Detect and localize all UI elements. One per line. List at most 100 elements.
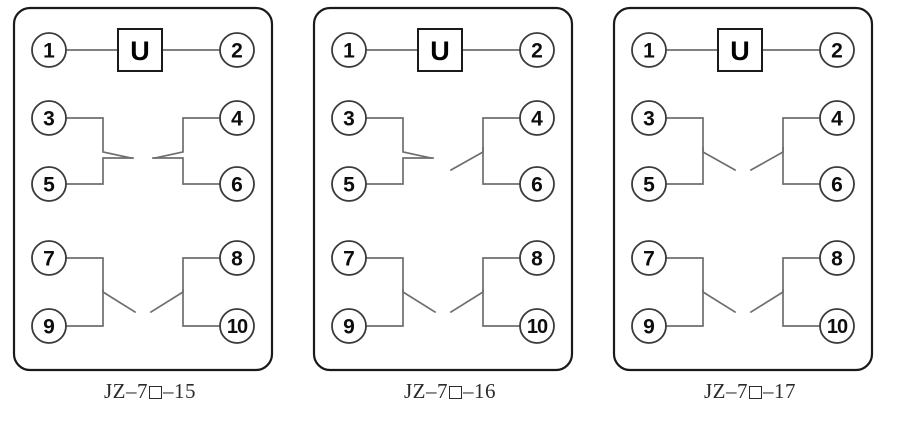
- contact-4-6-upper-wire: [449, 117, 521, 172]
- panel-caption-jz-7-15: JZ–7 –15: [0, 379, 300, 404]
- terminal-9-circle: [631, 308, 667, 344]
- terminal-8-label: 8: [531, 248, 543, 271]
- caption-prefix: JZ–7: [104, 379, 148, 403]
- terminal-3-circle: [31, 100, 67, 136]
- relay-enclosure-outline: [312, 6, 574, 372]
- terminal-8[interactable]: 8: [219, 240, 255, 276]
- contact-8-10-group: [149, 257, 221, 327]
- terminal-1-circle: [331, 32, 367, 68]
- contact-8-10-upper-wire: [449, 257, 521, 314]
- contact-7-9-upper-wire: [665, 257, 737, 314]
- terminal-7[interactable]: 7: [331, 240, 367, 276]
- contact-8-10-upper-wire: [149, 257, 221, 314]
- terminal-10-circle: [819, 308, 855, 344]
- caption-prefix: JZ–7: [404, 379, 448, 403]
- caption-suffix: –16: [463, 379, 496, 403]
- terminal-4-circle: [819, 100, 855, 136]
- terminal-7-label: 7: [43, 248, 55, 271]
- terminal-3-circle: [331, 100, 367, 136]
- terminal-1-circle: [31, 32, 67, 68]
- terminal-3[interactable]: 3: [31, 100, 67, 136]
- terminal-5-circle: [31, 166, 67, 202]
- coil-box: [717, 28, 763, 72]
- terminal-8[interactable]: 8: [519, 240, 555, 276]
- contact-7-9-lower-wire: [665, 289, 704, 327]
- terminal-5[interactable]: 5: [31, 166, 67, 202]
- coil-group: U: [65, 28, 221, 72]
- contact-8-10-lower-wire: [482, 289, 521, 327]
- contact-3-5-lower-wire: [365, 157, 434, 185]
- terminal-9[interactable]: 9: [331, 308, 367, 344]
- contact-4-6-upper-wire: [749, 117, 821, 172]
- terminal-6[interactable]: 6: [219, 166, 255, 202]
- terminal-2[interactable]: 2: [819, 32, 855, 68]
- terminal-10-label: 10: [227, 316, 248, 338]
- terminal-4[interactable]: 4: [819, 100, 855, 136]
- terminal-1[interactable]: 1: [31, 32, 67, 68]
- terminal-9-label: 9: [43, 316, 55, 339]
- terminal-2-label: 2: [831, 40, 843, 63]
- terminal-4-label: 4: [831, 108, 843, 131]
- terminal-5-label: 5: [643, 174, 655, 197]
- terminal-1[interactable]: 1: [331, 32, 367, 68]
- terminal-9-circle: [31, 308, 67, 344]
- terminal-7[interactable]: 7: [31, 240, 67, 276]
- contact-7-9-group: [365, 257, 437, 327]
- terminal-9-label: 9: [343, 316, 355, 339]
- terminal-2-label: 2: [231, 40, 243, 63]
- terminal-5-label: 5: [343, 174, 355, 197]
- contact-8-10-lower-wire: [182, 289, 221, 327]
- terminal-2[interactable]: 2: [219, 32, 255, 68]
- terminal-1[interactable]: 1: [631, 32, 667, 68]
- terminal-6[interactable]: 6: [519, 166, 555, 202]
- contact-3-5-upper-wire: [665, 117, 737, 172]
- terminal-9-circle: [331, 308, 367, 344]
- terminal-2[interactable]: 2: [519, 32, 555, 68]
- terminal-5-label: 5: [43, 174, 55, 197]
- terminal-10[interactable]: 10: [219, 308, 255, 344]
- terminal-6[interactable]: 6: [819, 166, 855, 202]
- terminal-9[interactable]: 9: [31, 308, 67, 344]
- terminal-8[interactable]: 8: [819, 240, 855, 276]
- contact-3-5-lower-wire: [65, 157, 134, 185]
- terminal-2-circle: [519, 32, 555, 68]
- terminal-8-label: 8: [231, 248, 243, 271]
- terminal-7[interactable]: 7: [631, 240, 667, 276]
- terminal-3[interactable]: 3: [631, 100, 667, 136]
- terminal-8-label: 8: [831, 248, 843, 271]
- panel-caption-jz-7-16: JZ–7 –16: [300, 379, 600, 404]
- relay-enclosure-outline: [12, 6, 274, 372]
- terminal-8-circle: [819, 240, 855, 276]
- caption-suffix: –15: [163, 379, 196, 403]
- contact-3-5-group: [665, 117, 737, 185]
- contact-7-9-lower-wire: [65, 289, 104, 327]
- terminal-4[interactable]: 4: [219, 100, 255, 136]
- terminal-2-circle: [219, 32, 255, 68]
- terminal-10[interactable]: 10: [819, 308, 855, 344]
- terminal-10-circle: [219, 308, 255, 344]
- terminal-8-circle: [219, 240, 255, 276]
- terminal-7-label: 7: [343, 248, 355, 271]
- terminal-1-label: 1: [643, 40, 655, 63]
- contact-7-9-group: [65, 257, 137, 327]
- terminal-10[interactable]: 10: [519, 308, 555, 344]
- terminal-5[interactable]: 5: [631, 166, 667, 202]
- terminal-5[interactable]: 5: [331, 166, 367, 202]
- terminal-4[interactable]: 4: [519, 100, 555, 136]
- caption-prefix: JZ–7: [704, 379, 748, 403]
- terminal-8-circle: [519, 240, 555, 276]
- caption-suffix: –17: [763, 379, 796, 403]
- terminal-9[interactable]: 9: [631, 308, 667, 344]
- coil-group: U: [665, 28, 821, 72]
- terminal-1-label: 1: [343, 40, 355, 63]
- terminal-2-label: 2: [531, 40, 543, 63]
- terminal-10-label: 10: [527, 316, 548, 338]
- terminal-7-label: 7: [643, 248, 655, 271]
- coil-label: U: [130, 36, 150, 66]
- terminal-7-circle: [331, 240, 367, 276]
- contact-7-9-group: [665, 257, 737, 327]
- terminal-3[interactable]: 3: [331, 100, 367, 136]
- contact-3-5-upper-wire: [365, 117, 433, 160]
- contact-3-5-lower-wire: [665, 147, 704, 185]
